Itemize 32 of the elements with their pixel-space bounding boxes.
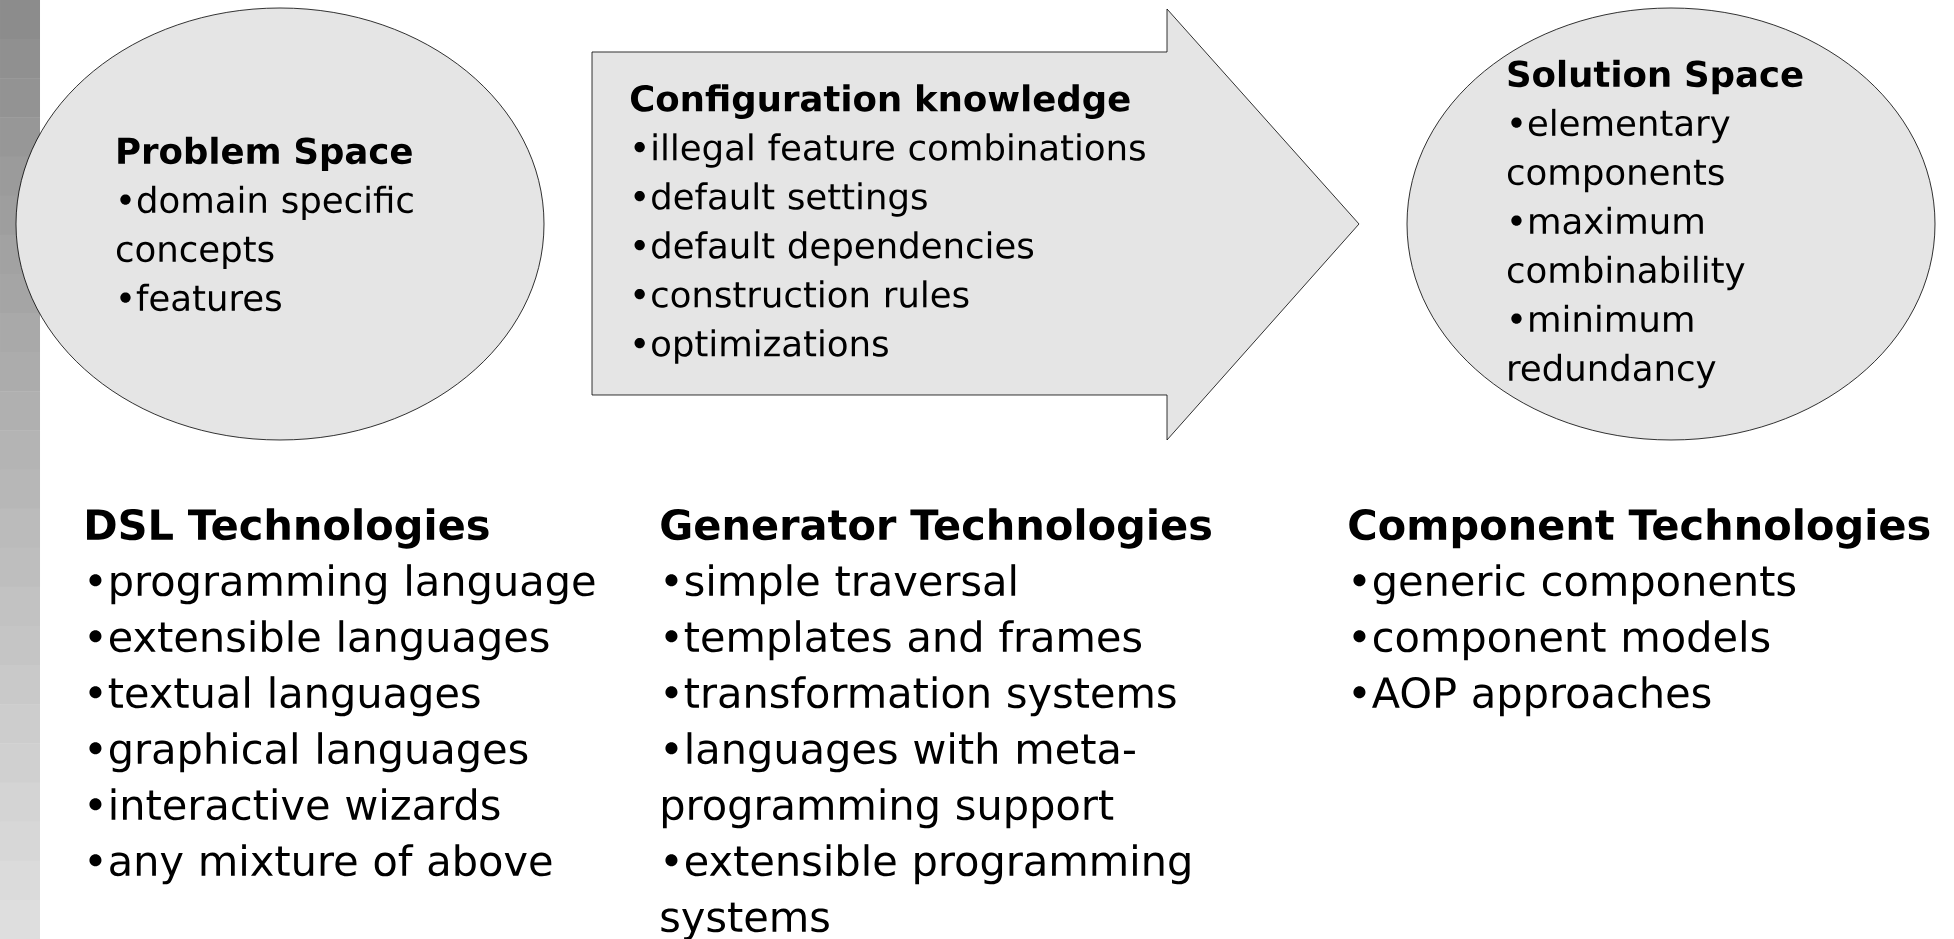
bullet-item: •templates and frames — [665, 620, 1141, 661]
bullet-item: •textual languages — [89, 676, 480, 717]
bullet-item: •elementary components — [1507, 108, 1730, 193]
bullet-item: •construction rules — [634, 280, 969, 308]
column-heading: Generator Technologies — [661, 508, 1211, 549]
bullet-item: •any mixture of above — [89, 844, 552, 885]
bullet-item: •generic components — [1353, 564, 1796, 605]
node-heading: Configuration knowledge — [631, 84, 1130, 119]
bullet-item: •features — [120, 283, 281, 312]
bullet-item: •interactive wizards — [89, 788, 500, 821]
bullet-item: •default settings — [634, 182, 927, 217]
node-heading: Problem Space — [118, 136, 412, 172]
bullet-item: •minimum redundancy — [1509, 304, 1716, 389]
ellipse-node — [15, 7, 545, 441]
column-heading: Component Technologies — [1349, 508, 1930, 549]
ellipse-node — [1406, 7, 1936, 441]
bullet-item: •AOP approaches — [1353, 676, 1711, 717]
bullet-item: •component models — [1353, 620, 1770, 661]
bullet-item: •maximum combinability — [1507, 206, 1745, 291]
bullet-item: •domain specific concepts — [116, 185, 413, 270]
bullet-item: •extensible languages — [89, 620, 549, 661]
arrow-box — [591, 8, 1360, 441]
bullet-item: •languages with meta-programming support — [663, 732, 1135, 829]
bullet-item: •simple traversal — [665, 564, 1016, 605]
bullet-item: •optimizations — [634, 329, 888, 364]
bullet-item: •transformation systems — [665, 676, 1176, 717]
bullet-item: •graphical languages — [89, 732, 528, 773]
node-heading: Solution Space — [1508, 59, 1803, 95]
bullet-item: •programming language — [89, 564, 595, 605]
column-heading: DSL Technologies — [87, 508, 489, 549]
bullet-item: •illegal feature combinations — [634, 133, 1145, 168]
bullet-item: •default dependencies — [634, 231, 1034, 266]
